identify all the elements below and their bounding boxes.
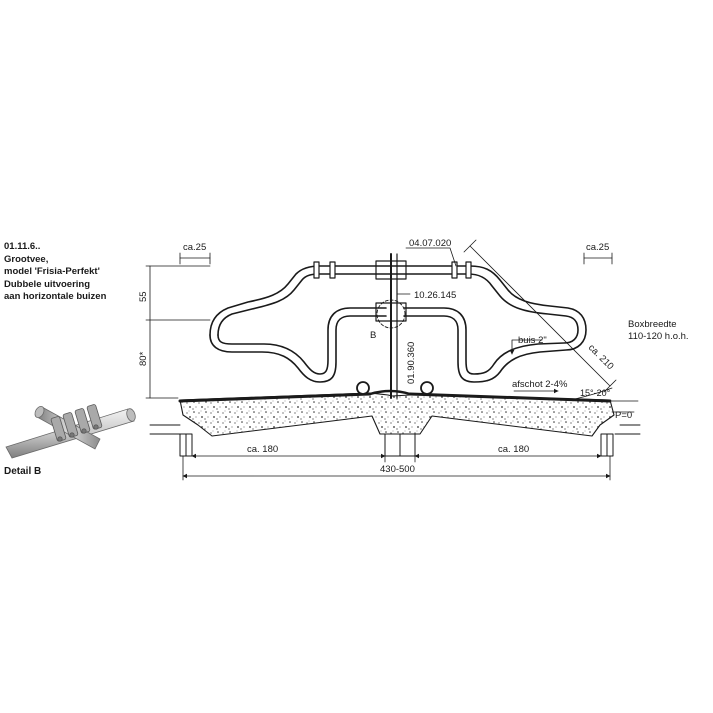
detail-b-label: Detail B bbox=[4, 466, 42, 477]
floor-baseline bbox=[149, 424, 641, 435]
label-detail-b-marker: B bbox=[370, 330, 376, 341]
divider-upper-rail bbox=[209, 265, 587, 383]
label-boxbreedte-title: Boxbreedte bbox=[628, 319, 677, 330]
divider-lower-loop bbox=[209, 315, 387, 383]
detail-b-illustration bbox=[5, 404, 136, 459]
title-line-2: model 'Frisia-Perfekt' bbox=[4, 266, 100, 278]
support-posts bbox=[179, 433, 614, 457]
title-line-4: aan horizontale buizen bbox=[4, 291, 107, 303]
label-ca25-left: ca.25 bbox=[183, 242, 206, 253]
detail-clamps bbox=[50, 404, 103, 442]
slab-top-edge bbox=[178, 392, 612, 403]
label-boxbreedte-value: 110-120 h.o.h. bbox=[628, 331, 689, 342]
label-part-0190360: 01.90.360 bbox=[406, 342, 417, 384]
label-afschot: afschot 2-4% bbox=[512, 379, 568, 390]
label-part-040702: 04.07.020 bbox=[409, 238, 451, 249]
title-line-1: Grootvee, bbox=[4, 253, 49, 265]
label-angle: 15°-20° bbox=[580, 388, 611, 398]
product-code: 01.11.6.. bbox=[4, 241, 41, 252]
label-ca25-right: ca.25 bbox=[586, 242, 609, 253]
label-ca180-right: ca. 180 bbox=[498, 444, 529, 455]
dimension-lines bbox=[145, 239, 639, 481]
label-dim-55: 55 bbox=[138, 291, 149, 302]
pipe-left-lower bbox=[356, 381, 370, 395]
label-ca180-left: ca. 180 bbox=[247, 444, 278, 455]
label-dim-80: 80* bbox=[138, 351, 149, 366]
pipe-right-lower bbox=[420, 381, 434, 395]
detail-b-marker bbox=[376, 299, 406, 329]
title-block: 01.11.6.. Grootvee, model 'Frisia-Perfek… bbox=[4, 241, 106, 304]
title-line-3: Dubbele uitvoering bbox=[4, 278, 91, 290]
label-total-width: 430-500 bbox=[380, 464, 415, 475]
label-part-1026145: 10.26.145 bbox=[414, 290, 456, 301]
label-buis: buis 2" bbox=[518, 335, 547, 346]
label-ca210: ca. 210 bbox=[586, 342, 616, 372]
label-p0: P=0 bbox=[615, 410, 632, 421]
